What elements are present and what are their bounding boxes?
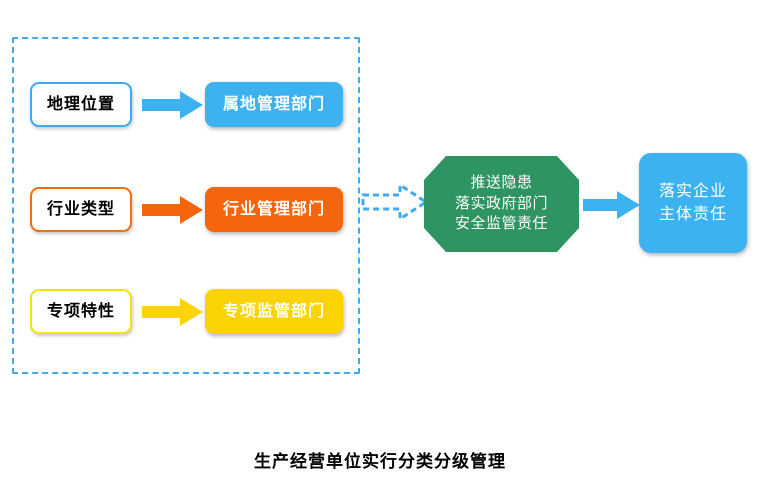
criteria-label-special: 专项特性 — [46, 302, 115, 320]
arrow-industry-to-industry-dept — [142, 196, 203, 224]
department-label-special: 专项监管部门 — [222, 302, 325, 320]
criteria-box-geography[interactable]: 地理位置 — [30, 82, 132, 127]
enterprise-responsibility-line-2: 主体责任 — [658, 206, 727, 223]
classification-criteria-group — [12, 37, 360, 374]
criteria-label-geography: 地理位置 — [46, 95, 115, 113]
octagon-shape — [424, 156, 579, 252]
enterprise-responsibility-box[interactable]: 落实企业 主体责任 — [639, 153, 747, 253]
diagram-caption: 生产经营单位实行分类分级管理 — [254, 452, 506, 471]
department-label-local: 属地管理部门 — [222, 95, 325, 113]
department-label-industry: 行业管理部门 — [222, 200, 325, 218]
department-box-special[interactable]: 专项监管部门 — [205, 289, 343, 334]
criteria-box-industry[interactable]: 行业类型 — [30, 187, 132, 232]
department-box-local[interactable]: 属地管理部门 — [205, 82, 343, 127]
arrow-geography-to-local-dept — [142, 91, 203, 119]
arrow-group-to-push-node — [361, 182, 429, 222]
arrow-special-to-special-dept — [142, 298, 203, 326]
department-box-industry[interactable]: 行业管理部门 — [205, 187, 343, 232]
enterprise-responsibility-line-1: 落实企业 — [658, 182, 727, 200]
arrow-push-node-to-outcome — [583, 191, 640, 219]
criteria-label-industry: 行业类型 — [46, 200, 115, 218]
criteria-box-special[interactable]: 专项特性 — [30, 289, 132, 334]
push-hazard-octagon[interactable]: 推送隐患 落实政府部门 安全监管责任 — [424, 156, 579, 252]
